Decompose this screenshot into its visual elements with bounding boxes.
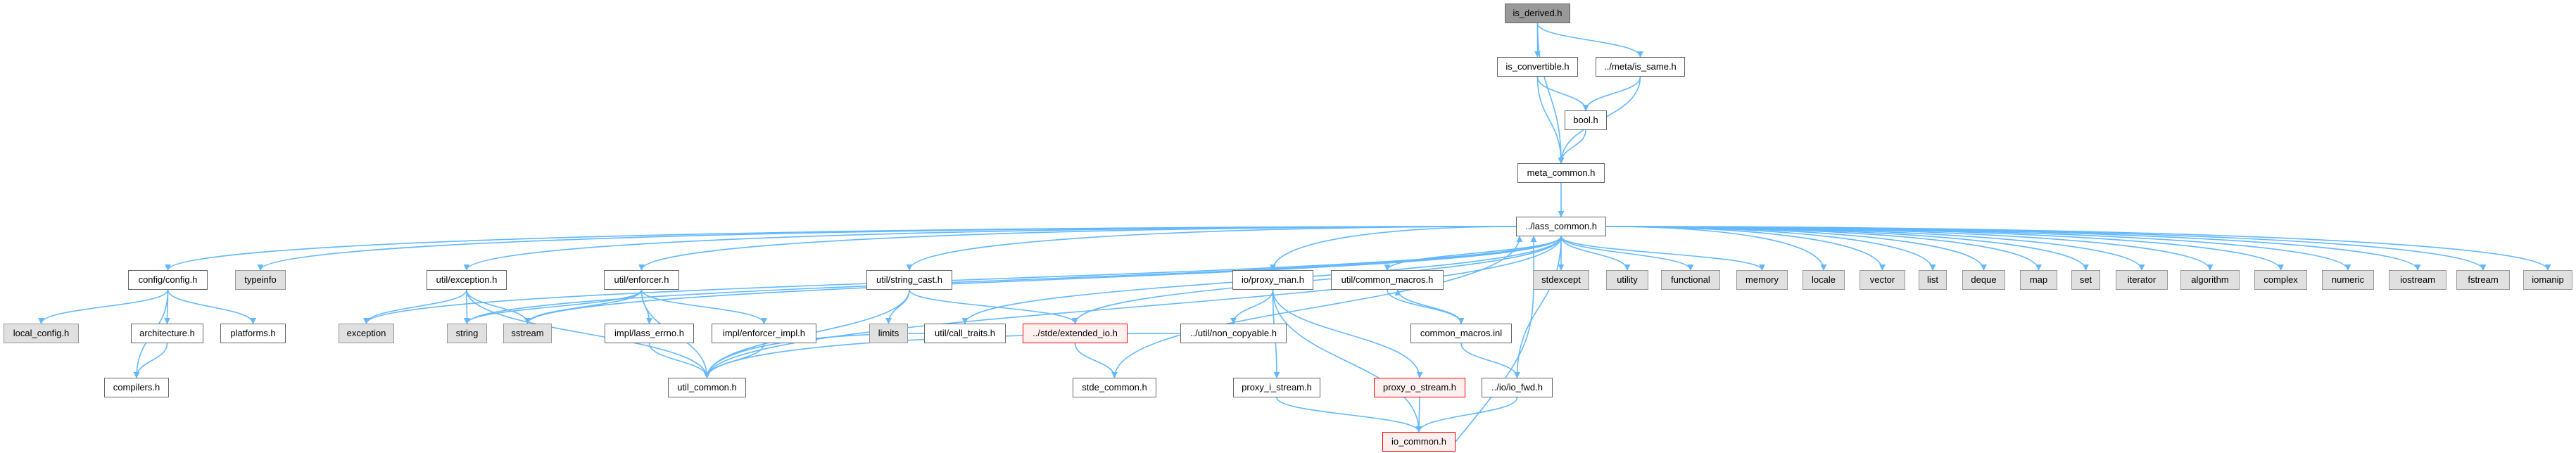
edge-proxy_man-to-io_common (1272, 289, 1422, 433)
edge-lass_common-to-common_macros (1384, 236, 1562, 271)
node-typeinfo[interactable]: typeinfo (235, 270, 286, 290)
node-stdexcept[interactable]: stdexcept (1533, 270, 1589, 290)
node-util-enforcer[interactable]: util/enforcer.h (604, 270, 679, 290)
edge-util_enforcer-to-lass_errno (640, 289, 652, 324)
node-common-macros[interactable]: util/common_macros.h (1331, 270, 1444, 290)
node-compilers[interactable]: compilers.h (104, 378, 169, 397)
node-deque[interactable]: deque (1962, 270, 2005, 290)
edge-lass_common-to-vector (1605, 226, 1886, 271)
edge-util_exception-to-exception (363, 289, 467, 324)
node-complex[interactable]: complex (2254, 270, 2307, 290)
edge-lass_common-to-typeinfo (257, 226, 1517, 271)
edge-is_same-to-bool (1582, 76, 1641, 111)
edge-lass_common-to-extended_io (1072, 236, 1562, 324)
edge-lass_common-to-fstream (1605, 226, 2487, 271)
node-list[interactable]: list (1919, 270, 1947, 290)
node-limits[interactable]: limits (869, 324, 908, 343)
node-iterator[interactable]: iterator (2116, 270, 2168, 290)
node-string-cast[interactable]: util/string_cast.h (866, 270, 952, 290)
edge-extended_io-to-stde_common (1074, 343, 1118, 378)
edge-lass_common-to-iomanip (1605, 226, 2551, 271)
edge-util_exception-to-sstream (466, 289, 531, 324)
edge-io_fwd-to-io_common (1415, 397, 1518, 433)
edge-config-to-local_config (38, 289, 169, 324)
edge-is_convertible-to-meta_common (1536, 76, 1565, 164)
edge-lass_common-to-config (165, 226, 1517, 271)
node-string[interactable]: string (447, 324, 487, 343)
node-memory[interactable]: memory (1736, 270, 1788, 290)
edge-proxy_man-to-proxy_o_stream (1272, 289, 1423, 378)
node-architecture[interactable]: architecture.h (131, 324, 203, 343)
node-proxy-i-stream[interactable]: proxy_i_stream.h (1233, 378, 1320, 397)
edge-lass_common-to-util_enforcer (638, 226, 1517, 271)
edge-proxy_man-to-non_copyable (1230, 289, 1274, 324)
edge-stde_common-to-lass_common (1113, 236, 1523, 378)
edge-util_enforcer-to-enforcer_impl (640, 289, 767, 324)
edge-util_enforcer-to-sstream (524, 289, 643, 324)
edge-common_macros_inl-to-io_fwd (1460, 343, 1520, 378)
node-util-exception[interactable]: util/exception.h (427, 270, 507, 290)
node-is-same[interactable]: ../meta/is_same.h (1596, 57, 1685, 77)
edge-lass_common-to-utility (1560, 236, 1631, 271)
node-util-common[interactable]: util_common.h (668, 378, 746, 397)
node-stde-common[interactable]: stde_common.h (1073, 378, 1156, 397)
node-local-config[interactable]: local_config.h (4, 324, 79, 343)
node-proxy-o-stream[interactable]: proxy_o_stream.h (1374, 378, 1465, 397)
node-map[interactable]: map (2020, 270, 2057, 290)
edge-architecture-to-compilers (133, 343, 168, 378)
edge-is_derived-to-meta_common (1536, 23, 1565, 164)
edge-string_cast-to-limits (885, 289, 910, 324)
edge-is_derived-to-is_same (1536, 23, 1643, 58)
node-lass-common[interactable]: ../lass_common.h (1516, 217, 1606, 236)
edge-lass_common-to-memory (1560, 236, 1765, 271)
node-io-fwd[interactable]: ../io/io_fwd.h (1482, 378, 1553, 397)
node-proxy-man[interactable]: io/proxy_man.h (1232, 270, 1313, 290)
node-bool[interactable]: bool.h (1565, 110, 1607, 130)
edge-util_enforcer-to-string (464, 289, 643, 324)
edge-proxy_o_stream-to-io_common (1415, 397, 1422, 433)
edge-bool-to-meta_common (1558, 129, 1586, 164)
node-is-convertible[interactable]: is_convertible.h (1497, 57, 1578, 77)
node-utility[interactable]: utility (1606, 270, 1648, 290)
edge-common_macros-to-common_macros_inl (1387, 289, 1465, 324)
edge-lass_common-to-io_fwd (1514, 236, 1562, 378)
node-algorithm[interactable]: algorithm (2180, 270, 2240, 290)
node-is-derived: is_derived.h (1505, 4, 1570, 23)
node-io-common[interactable]: io_common.h (1382, 432, 1456, 452)
node-config[interactable]: config/config.h (128, 270, 208, 290)
node-enforcer-impl[interactable]: impl/enforcer_impl.h (712, 324, 816, 343)
node-lass-errno[interactable]: impl/lass_errno.h (605, 324, 694, 343)
node-iomanip[interactable]: iomanip (2523, 270, 2572, 290)
node-vector[interactable]: vector (1860, 270, 1905, 290)
edge-config-to-platforms (167, 289, 256, 324)
edge-lass_common-to-util_common (704, 236, 1562, 378)
node-fstream[interactable]: fstream (2456, 270, 2510, 290)
node-set[interactable]: set (2071, 270, 2100, 290)
edge-util_exception-to-util_common (466, 289, 710, 378)
node-locale[interactable]: locale (1802, 270, 1845, 290)
node-exception[interactable]: exception (339, 324, 394, 343)
node-common-macros-inl[interactable]: common_macros.inl (1410, 324, 1512, 343)
edge-lass_common-to-exception (363, 236, 1562, 324)
node-functional[interactable]: functional (1661, 270, 1720, 290)
node-call-traits[interactable]: util/call_traits.h (924, 324, 1006, 343)
edge-is_convertible-to-bool (1536, 76, 1589, 111)
node-extended-io[interactable]: ../stde/extended_io.h (1023, 324, 1128, 343)
edge-lass_common-to-functional (1560, 236, 1694, 271)
edge-proxy_i_stream-to-io_common (1276, 397, 1422, 433)
node-meta-common[interactable]: meta_common.h (1517, 163, 1605, 183)
node-non-copyable[interactable]: ../util/non_copyable.h (1180, 324, 1287, 343)
node-platforms[interactable]: platforms.h (220, 324, 286, 343)
node-iostream[interactable]: iostream (2389, 270, 2446, 290)
node-sstream[interactable]: sstream (503, 324, 552, 343)
edge-string_cast-to-extended_io (909, 289, 1078, 324)
edge-lass_common-to-string_cast (906, 226, 1517, 271)
edge-lass_common-to-sstream (524, 236, 1562, 324)
node-numeric[interactable]: numeric (2322, 270, 2374, 290)
edge-common_macros_inl-to-common_macros (1394, 289, 1462, 324)
edge-lass_common-to-proxy_man (1270, 226, 1517, 271)
